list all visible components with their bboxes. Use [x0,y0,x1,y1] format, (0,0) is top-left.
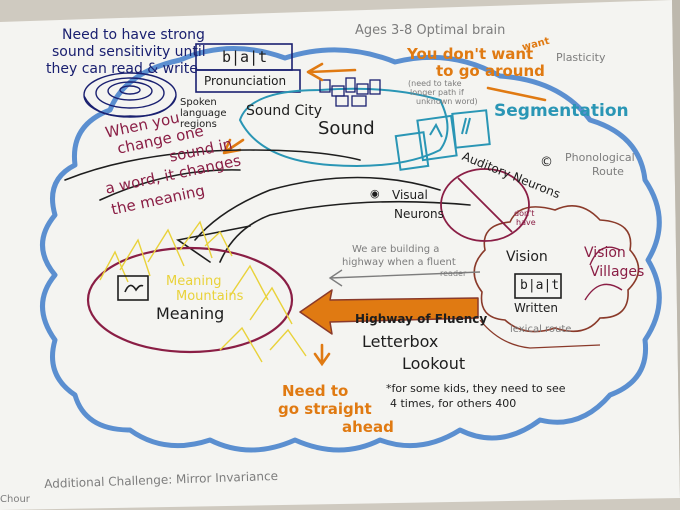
crossed-circle [440,168,530,242]
written-label: Written [514,301,558,315]
meaning-mountains-2: Mountains [176,289,244,304]
vision-cloud [473,204,640,333]
plasticity-label: Plasticity [556,51,606,64]
sound-label: Sound [318,118,375,139]
sound-city-outline [238,87,449,167]
straight-ahead-arrow [313,343,331,367]
eye-icon: ◉ [370,187,380,200]
visual-neurons-2: Neurons [394,207,444,221]
spoken-regions-2: language [180,108,227,119]
route-arrows [64,149,471,263]
vision-word: b|a|t [520,278,560,293]
meaning-label: Meaning [156,304,225,323]
highway-note-1: We are building a [352,244,440,255]
path-note-1: (need to take [408,79,462,88]
ear-scribble [83,72,177,118]
meaning-outline [86,246,294,354]
spoken-regions-3: regions [180,119,217,130]
mountain-scribbles [99,220,307,363]
letterbox-label: Letterbox [362,332,439,351]
bat-written-box [514,273,562,299]
lookout-label: Lookout [402,354,466,373]
phonological-route-1: Phonological [565,151,635,164]
meaning-mountains-1: Meaning [166,274,222,289]
dont-have-2: have [516,218,536,227]
straight-ahead-1: Need to [282,382,349,400]
kids-note-2: 4 times, for others 400 [390,397,517,410]
highway-arrow [299,289,479,335]
lexical-route-line [479,319,601,349]
village-arcs [584,246,623,301]
sensitivity-note-1: Need to have strong [62,27,205,43]
cloud-outline [40,45,662,453]
paper-shadow [672,0,680,498]
highway-of-fluency-label: Highway of Fluency [355,312,488,326]
dont-have-1: don't [514,209,535,218]
path-note-3: unknown word) [416,97,478,106]
visual-neurons-1: Visual [392,188,428,202]
sound-city-label: Sound City [246,103,322,119]
lexical-route-label: lexical route [510,324,572,335]
sensitivity-note-2: sound sensitivity until [52,44,206,60]
path-note-2: longer path if [410,88,464,97]
vision-villages-1: Vision [584,245,626,261]
edge-note: Chour [0,494,30,505]
vision-label: Vision [506,249,548,265]
meaning-icon-box [117,275,149,301]
want-note-1: You don't want [407,45,534,63]
straight-ahead-3: ahead [342,418,394,436]
phonological-route-2: Route [592,165,624,178]
copyright-symbol: © [540,155,553,170]
fluent-arrow [328,269,481,287]
age-note: Ages 3-8 Optimal brain [355,23,506,38]
pronunciation-box [195,43,301,93]
segmentation-label: Segmentation [494,101,629,121]
building-icons [319,77,381,107]
pronunciation-label: Pronunciation [204,74,287,88]
orange-arrows-top [222,62,547,155]
spoken-regions-1: Spoken [180,97,217,108]
segmentation-boxes [394,109,491,171]
straight-ahead-2: go straight [278,400,372,418]
vision-villages-2: Villages [590,264,645,280]
kids-note-1: *for some kids, they need to see [386,382,566,395]
highway-note-3: reader [440,269,467,278]
highway-note-2: highway when a fluent [342,257,456,268]
pronunciation-word: b|a|t [222,48,268,66]
sensitivity-note-3: they can read & write [46,61,198,77]
want-note-2: to go around [436,62,545,80]
